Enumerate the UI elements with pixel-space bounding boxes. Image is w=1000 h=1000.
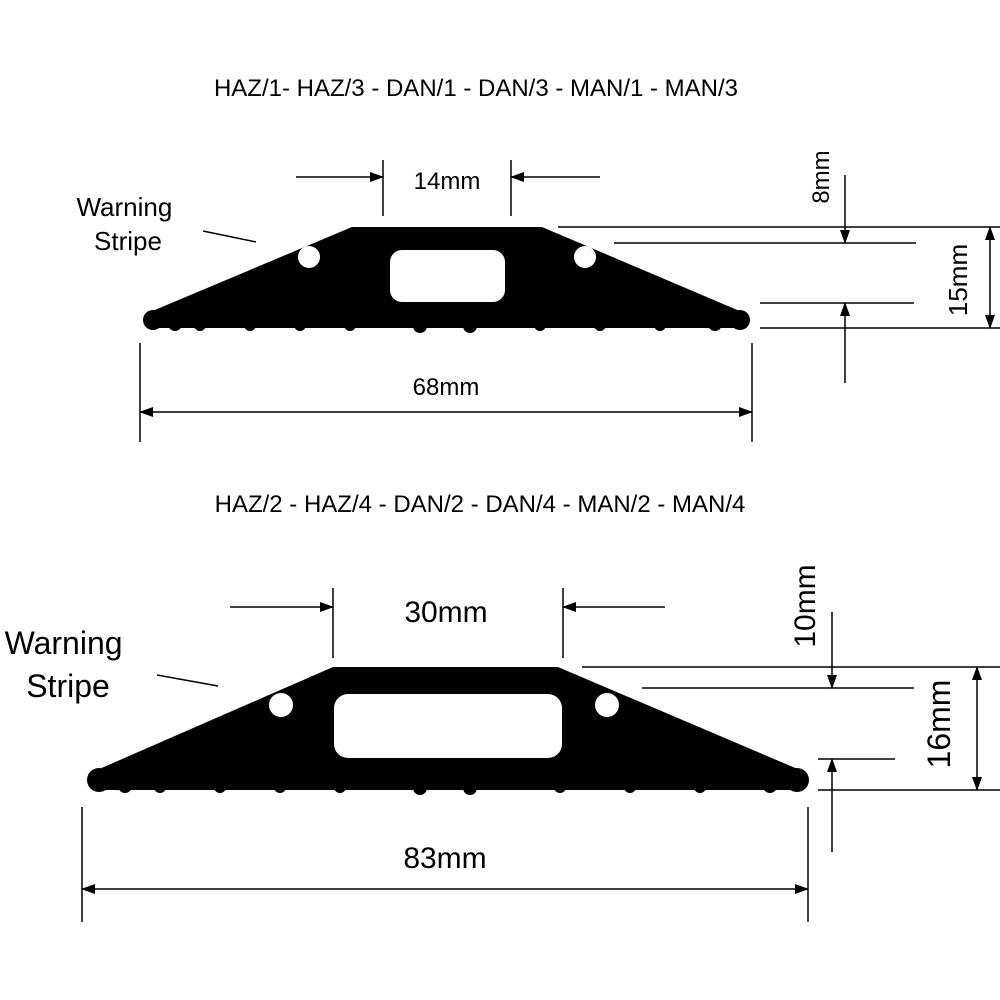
top-warning-stripe-label: Warning Stripe (76, 192, 179, 256)
bottom-edge-bead-left (87, 768, 111, 792)
top-overall-height-label: 15mm (943, 244, 973, 316)
bottom-cable-channel (334, 694, 562, 758)
bottom-profile-group: HAZ/2 - HAZ/4 - DAN/2 - DAN/4 - MAN/2 - … (5, 491, 1000, 922)
top-cable-protector-profile (143, 227, 750, 333)
top-warning-stripe-leader (202, 230, 257, 243)
top-edge-bead-right (730, 310, 750, 330)
bottom-channel-width-dimension (230, 588, 665, 658)
bottom-small-channel-right (595, 693, 619, 717)
top-edge-bead-left (143, 310, 163, 330)
bottom-overall-height-label: 16mm (921, 680, 957, 769)
top-base-ribs (168, 317, 722, 333)
top-height-dimensions (558, 175, 1000, 383)
bottom-height-dimensions (582, 612, 1000, 852)
bottom-model-list: HAZ/2 - HAZ/4 - DAN/2 - DAN/4 - MAN/2 - … (215, 491, 746, 518)
top-profile-group: HAZ/1- HAZ/3 - DAN/1 - DAN/3 - MAN/1 - M… (76, 75, 1000, 442)
top-channel-width-dimension (296, 160, 600, 216)
bottom-base-ribs (118, 779, 777, 795)
top-small-channel-right (574, 246, 596, 268)
bottom-small-channel-left (269, 693, 293, 717)
top-small-channel-left (298, 246, 320, 268)
top-overall-width-dimension (139, 343, 753, 442)
top-channel-width-label: 14mm (414, 168, 481, 195)
bottom-overall-width-dimension (81, 807, 809, 922)
top-overall-width-label: 68mm (413, 374, 480, 401)
top-channel-height-label: 8mm (808, 150, 835, 203)
top-model-list: HAZ/1- HAZ/3 - DAN/1 - DAN/3 - MAN/1 - M… (214, 75, 738, 102)
bottom-warning-stripe-leader (156, 674, 219, 687)
top-cable-channel (390, 250, 505, 302)
bottom-edge-bead-right (785, 768, 809, 792)
bottom-channel-height-label: 10mm (789, 564, 822, 647)
bottom-channel-width-label: 30mm (404, 596, 487, 629)
bottom-cable-protector-profile (87, 667, 809, 795)
bottom-warning-stripe-label: Warning Stripe (5, 625, 132, 704)
bottom-overall-width-label: 83mm (403, 842, 486, 875)
